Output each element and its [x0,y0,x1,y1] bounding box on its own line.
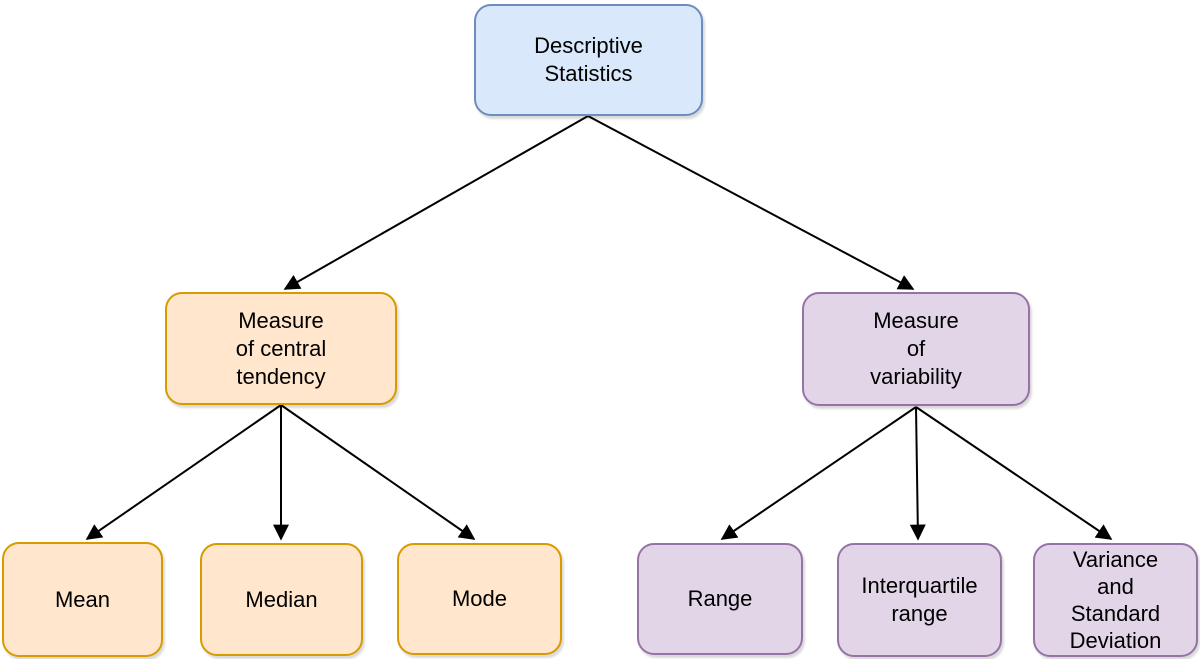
node-variability: Measure of variability [802,292,1030,406]
node-mode-label: Mode [451,586,508,611]
edge-root-to-variability [587,115,915,290]
edge-variability-to-interquartile-range [909,406,926,541]
node-interquartile-range-label: Interquartile range [861,573,978,626]
node-mode: Mode [397,543,562,655]
node-central-tendency: Measure of central tendency [165,292,397,405]
node-interquartile-range: Interquartile range [837,543,1002,657]
edge-central-tendency-to-mean [85,404,282,540]
node-mean-label: Mean [54,586,111,612]
node-variance-standard-deviation-label: Variance and Standard Deviation [1069,547,1162,653]
node-variance-standard-deviation: Variance and Standard Deviation [1033,543,1198,657]
node-range: Range [637,543,803,655]
edge-root-to-central-tendency [283,115,589,290]
node-median-label: Median [245,586,318,612]
node-variability-label: Measure of variability [870,308,962,389]
node-range-label: Range [687,586,753,611]
edge-variability-to-variance-standard-deviation [915,406,1113,540]
edge-variability-to-range [720,406,917,540]
node-mean: Mean [2,542,163,657]
node-median: Median [200,543,363,656]
node-descriptive-statistics: Descriptive Statistics [474,4,703,116]
edge-central-tendency-to-mode [280,404,476,540]
node-central-tendency-label: Measure of central tendency [235,307,327,389]
node-descriptive-statistics-label: Descriptive Statistics [534,33,643,86]
